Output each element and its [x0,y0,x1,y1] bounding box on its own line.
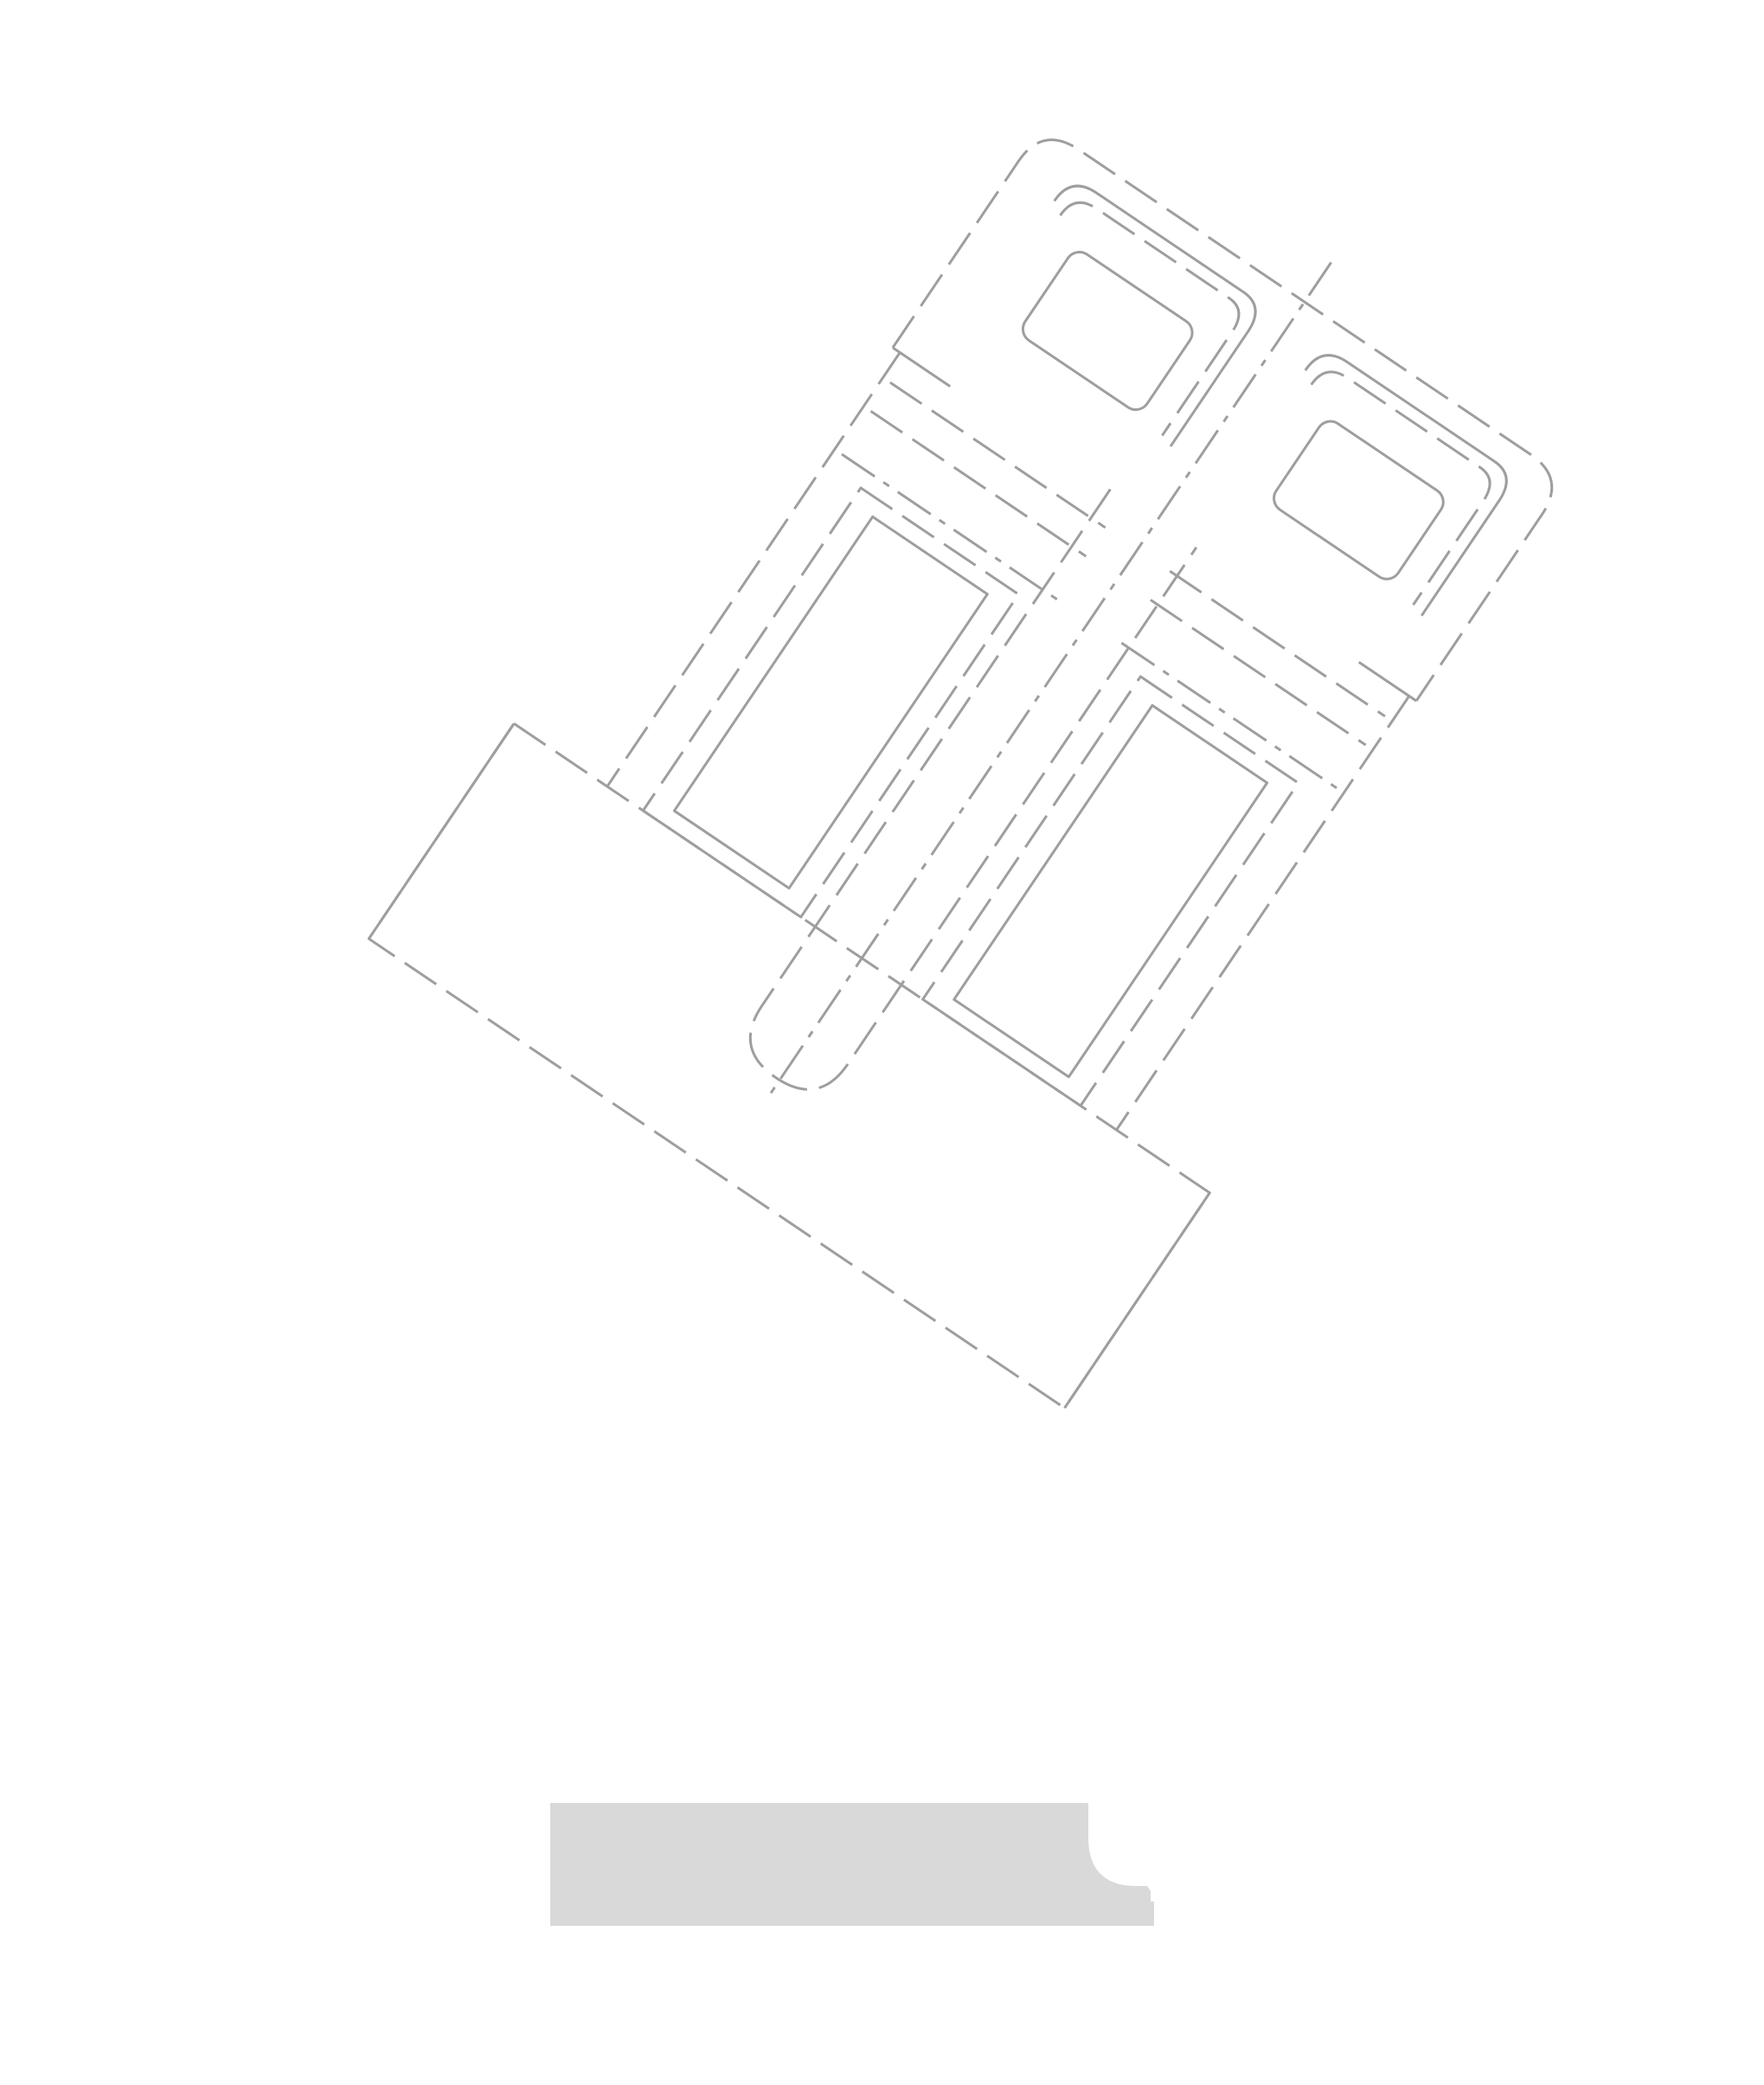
body-shoulder-left [892,346,952,388]
channel-right [921,675,1300,1107]
cap-lobe-left-outer [1053,184,1257,447]
connector-assembly [367,138,1554,1409]
cross-band-lower [841,452,1337,790]
base-edge-left [368,722,516,940]
centerline [768,261,1332,1095]
channel-right-inner [953,703,1269,1079]
channel-left-inner [672,515,989,890]
body-shoulder-right [1357,661,1417,702]
cap-lobe-left-inner [1059,201,1241,437]
base-edge-right [1063,1191,1211,1409]
body-outline [606,351,1411,1131]
cap-pad-left [1021,250,1194,411]
cross-band-upper [869,381,1386,747]
cross-section-profile [550,1803,1154,1926]
outer-top-cap [891,138,1554,702]
center-slot [748,488,1198,1091]
channel-left [641,486,1020,919]
cap-lobe-right-outer [1304,354,1508,617]
cap-pad-right [1273,420,1445,581]
cap-lobe-right-inner [1310,370,1491,606]
